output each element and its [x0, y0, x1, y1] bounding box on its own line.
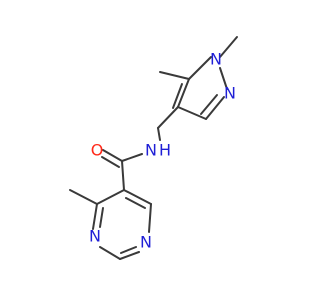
- atom-label-pyrazole-n1: N: [210, 50, 222, 69]
- bond-n2-n1: [219, 67, 228, 90]
- pyrazole-ring: [172, 56, 228, 120]
- bond-n1-c6: [148, 203, 152, 233]
- bond-ch2-n: [157, 127, 161, 141]
- atom-label-carbonyl-o: O: [91, 141, 104, 160]
- svg-text:O: O: [91, 141, 104, 160]
- bond-n-carbonyl: [121, 153, 143, 162]
- svg-text:H: H: [159, 141, 171, 160]
- bond-n1-methyl: [219, 36, 238, 58]
- bond-carbonyl-o-double: [101, 156, 120, 168]
- molecule-canvas: N N N H O N N: [69, 36, 238, 260]
- svg-text:N: N: [210, 50, 222, 69]
- bond-c3-n2: [205, 96, 225, 120]
- atom-label-pyrimidine-n3: N: [89, 227, 101, 246]
- pyrimidine-ring: [92, 189, 152, 260]
- bond-c4-c3: [177, 106, 207, 120]
- svg-text:N: N: [140, 233, 152, 252]
- bond-pc5-pc4: [96, 189, 125, 205]
- svg-text:N: N: [89, 227, 101, 246]
- atom-label-pyrazole-n2: N: [224, 84, 236, 103]
- bond-n3-c2: [99, 246, 121, 260]
- bond-carbonyl-o: [102, 149, 123, 162]
- bond-c2-n1: [119, 251, 140, 260]
- atom-label-pyrimidine-n1: N: [140, 233, 152, 252]
- bond-c6-c5-double: [125, 197, 146, 209]
- bond-c3-n2-double: [200, 94, 218, 115]
- bond-c5-methyl: [159, 71, 190, 80]
- bond-c6-c5: [123, 189, 152, 205]
- bond-carbonyl-c5: [121, 160, 125, 191]
- bond-pc4-n3: [92, 203, 98, 230]
- bond-n1-c5: [188, 56, 212, 80]
- bond-c5-c4: [177, 78, 190, 108]
- bond-pc4-n3-double: [99, 207, 104, 228]
- bond-c5-c4-double: [172, 83, 183, 109]
- svg-text:N: N: [145, 141, 157, 160]
- bond-c4-ch2: [157, 106, 179, 129]
- bond-c2-n1-double: [120, 246, 137, 254]
- atom-label-amide-nh: N H: [145, 141, 171, 160]
- svg-text:N: N: [224, 84, 236, 103]
- bond-pc4-methyl: [69, 189, 98, 205]
- molecule-structure: N N N H O N N: [69, 36, 238, 260]
